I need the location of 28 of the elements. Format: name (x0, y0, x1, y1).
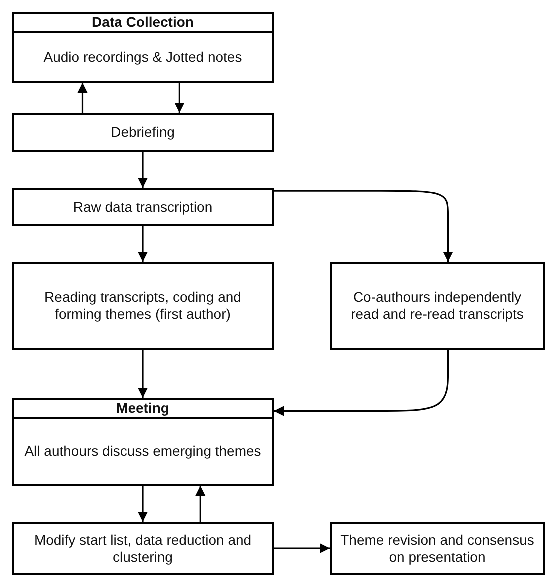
box-text: Modify start list, data reduction and clustering (33, 532, 253, 566)
box-text: All authours discuss emerging themes (24, 443, 262, 460)
box-text: Audio recordings & Jotted notes (44, 48, 242, 66)
process-box (12, 12, 274, 83)
box-heading: Meeting (14, 400, 272, 419)
process-box (12, 188, 274, 226)
process-box (330, 262, 545, 350)
arrow (138, 486, 148, 522)
arrow (274, 544, 330, 554)
arrow (274, 190, 454, 262)
box-text: Co-authours independently read and re-read transcripts (350, 289, 525, 323)
box-text: Debriefing (111, 124, 175, 141)
arrow (274, 350, 450, 416)
arrow (196, 486, 206, 522)
process-box (12, 522, 274, 575)
process-box (330, 522, 545, 575)
box-text: Raw data transcription (73, 198, 213, 216)
box-text: Reading transcripts, coding and forming themes (first author) (44, 289, 242, 323)
arrow (138, 226, 148, 262)
arrow (174, 83, 185, 113)
arrow (78, 83, 88, 113)
arrow (138, 152, 148, 188)
box-text: Theme revision and consensus on presentation (340, 532, 536, 566)
box-heading: Data Collection (14, 14, 272, 33)
process-box (12, 113, 274, 152)
process-box (12, 262, 274, 350)
process-box (12, 398, 274, 486)
arrow (138, 350, 148, 398)
